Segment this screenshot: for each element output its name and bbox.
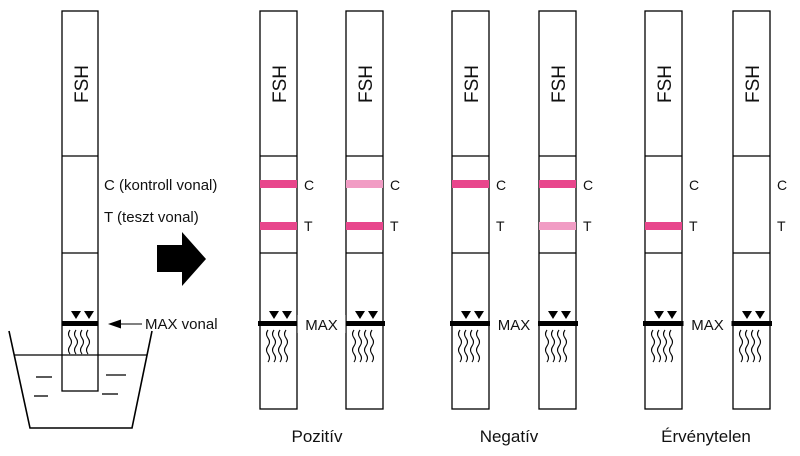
result-strip: FSH C T [731,10,787,410]
arrow-marks [654,311,677,319]
control-line [346,180,383,188]
max-line [643,321,684,326]
max-mark: MAX [683,315,732,334]
strip-outline [732,10,771,410]
t-mark: T [689,218,698,234]
strip-label: FSH [462,65,483,103]
arrow-marks [269,311,292,319]
t-mark: T [777,218,786,234]
test-line [645,222,682,230]
arrow-marks [461,311,484,319]
wave-marks [650,329,674,363]
max-line [450,321,491,326]
group-label-ervenytelen: Érvénytelen [661,427,751,446]
test-line [346,222,383,230]
cup-water-marks [34,374,126,397]
test-line [539,222,576,230]
demo-strip: FSH [61,10,99,392]
max-mark: MAX [297,315,346,334]
strip-outline [259,10,298,410]
c-annotation: C (kontroll vonal) [104,177,217,194]
result-strips: FSH C T FSH C T MAX FSH C T FSH C T MAX FSH C T FSH C T MAX [258,10,787,410]
control-line [260,180,297,188]
strip-outline [538,10,577,410]
t-mark: T [390,218,399,234]
max-line [344,321,385,326]
group-label-pozitiv: Pozitív [291,427,343,446]
result-strip: FSH C T [344,10,400,410]
max-line [537,321,578,326]
cup [8,330,153,429]
c-mark: C [583,177,593,193]
max-mark: MAX [490,315,538,334]
wave-marks [351,329,375,363]
max-mark-label: MAX [305,317,338,334]
result-strip: FSH C T [258,10,314,410]
result-strip: FSH C T [643,10,699,410]
wave-marks [738,329,762,363]
t-mark: T [496,218,505,234]
arrow-marks [742,311,765,319]
wave-marks [265,329,289,363]
result-strip: FSH C T [537,10,593,410]
control-line [452,180,489,188]
strip-outline [345,10,384,410]
strip-outline [644,10,683,410]
demo-strip-outline [61,10,99,392]
max-mark-label: MAX [498,317,531,334]
max-mark-label: MAX [691,317,724,334]
demo-arrow-marks [71,311,94,319]
control-line [539,180,576,188]
group-label-negativ: Negatív [480,427,539,446]
c-mark: C [390,177,400,193]
t-annotation: T (teszt vonal) [104,209,199,226]
max-pointer-arrow [108,319,142,329]
wave-marks [457,329,481,363]
result-strip: FSH C T [450,10,506,410]
strip-label: FSH [356,65,377,103]
c-mark: C [777,177,787,193]
test-line [260,222,297,230]
c-mark: C [496,177,506,193]
strip-label: FSH [549,65,570,103]
max-line [731,321,772,326]
wave-marks [544,329,568,363]
demo-strip-label: FSH [72,65,93,103]
t-mark: T [304,218,313,234]
max-line [258,321,299,326]
demo-wave-marks [67,329,91,355]
c-mark: C [304,177,314,193]
cup-outline [8,330,153,429]
strip-label: FSH [655,65,676,103]
strip-outline [451,10,490,410]
demo-max-line [62,321,98,326]
c-mark: C [689,177,699,193]
strip-label: FSH [743,65,764,103]
arrow-marks [355,311,378,319]
max-annotation: MAX vonal [145,316,218,333]
arrow-marks [548,311,571,319]
strip-label: FSH [270,65,291,103]
big-arrow-icon [157,232,206,286]
t-mark: T [583,218,592,234]
